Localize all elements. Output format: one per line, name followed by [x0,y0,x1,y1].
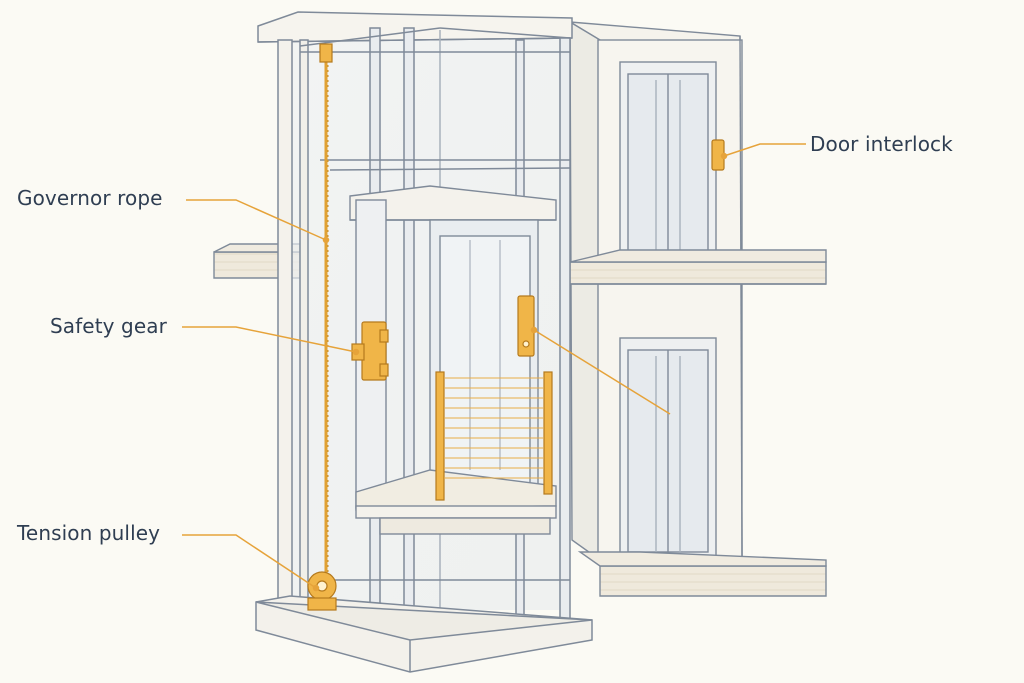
door-light-curtain [444,377,544,479]
label-governor-rope: Governor rope [17,186,163,210]
label-door-interlock: Door interlock [810,132,953,156]
upper-window [619,61,717,261]
pit-base [255,595,593,673]
lower-landing-slab [577,551,827,597]
label-tension-pulley: Tension pulley [17,521,161,545]
leader-lines [182,143,806,592]
upper-landing-slab [569,249,827,285]
label-safety-gear: Safety gear [50,314,167,338]
lower-window [619,337,717,557]
accent-parts [307,43,725,611]
